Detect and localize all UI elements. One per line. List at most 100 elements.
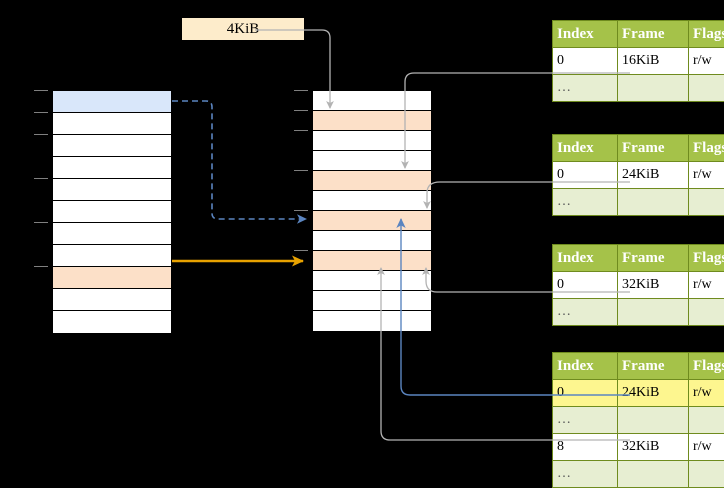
cell-frame: [618, 189, 689, 216]
cell-frame: [618, 407, 689, 434]
cell-frame: 32KiB: [618, 434, 689, 461]
column-header-index: Index: [553, 245, 618, 272]
cell-index: …: [553, 299, 618, 326]
row-tick-mark: [294, 90, 308, 91]
row-tick-mark: [34, 266, 48, 267]
row-tick-mark: [34, 90, 48, 91]
memory-row: [313, 91, 431, 111]
cell-index: 0: [553, 48, 618, 75]
column-header-frame: Frame: [618, 21, 689, 48]
column-header-frame: Frame: [618, 353, 689, 380]
table-row[interactable]: …: [553, 299, 724, 326]
callout-label: 4KiB: [227, 21, 260, 38]
cell-frame: 16KiB: [618, 48, 689, 75]
cell-frame: [618, 299, 689, 326]
row-tick-mark: [294, 170, 308, 171]
memory-row: [313, 231, 431, 251]
column-header-index: Index: [553, 21, 618, 48]
wire-vaddr-to-frame-blue: [172, 101, 306, 219]
row-tick-mark: [294, 210, 308, 211]
cell-flags: [689, 189, 724, 216]
memory-row: [313, 211, 431, 231]
cell-frame: 24KiB: [618, 162, 689, 189]
row-tick-mark: [294, 110, 308, 111]
memory-row: [313, 251, 431, 271]
cell-frame: [618, 461, 689, 488]
memory-row: [313, 111, 431, 131]
column-header-index: Index: [553, 353, 618, 380]
cell-flags: r/w: [689, 272, 724, 299]
cell-frame: 32KiB: [618, 272, 689, 299]
virtual-address-column: [52, 90, 172, 331]
row-tick-mark: [294, 250, 308, 251]
memory-row: [313, 191, 431, 211]
table-row[interactable]: …: [553, 189, 724, 216]
cell-index: …: [553, 75, 618, 102]
memory-row: [53, 223, 171, 245]
cell-flags: [689, 407, 724, 434]
memory-row: [53, 157, 171, 179]
cell-flags: [689, 75, 724, 102]
column-header-flags: Flags: [689, 21, 724, 48]
memory-row: [313, 131, 431, 151]
memory-row: [53, 113, 171, 135]
row-tick-mark: [34, 134, 48, 135]
row-tick-mark: [34, 112, 48, 113]
column-header-flags: Flags: [689, 353, 724, 380]
callout-4kib: 4KiB: [182, 18, 304, 40]
cell-index: …: [553, 189, 618, 216]
row-tick-mark: [294, 130, 308, 131]
column-header-flags: Flags: [689, 245, 724, 272]
physical-memory-column: [312, 90, 432, 331]
memory-row: [53, 179, 171, 201]
table-row[interactable]: …: [553, 407, 724, 434]
cell-index: …: [553, 407, 618, 434]
memory-row: [313, 171, 431, 191]
row-tick-mark: [34, 178, 48, 179]
cell-index: …: [553, 461, 618, 488]
cell-frame: 24KiB: [618, 380, 689, 407]
cell-flags: [689, 299, 724, 326]
column-header-frame: Frame: [618, 245, 689, 272]
cell-index: 0: [553, 272, 618, 299]
cell-index: 0: [553, 162, 618, 189]
memory-row: [53, 135, 171, 157]
cell-index: 0: [553, 380, 618, 407]
memory-row: [313, 151, 431, 171]
cell-flags: r/w: [689, 162, 724, 189]
memory-row: [313, 311, 431, 331]
cell-frame: [618, 75, 689, 102]
memory-row: [53, 245, 171, 267]
memory-row: [313, 291, 431, 311]
memory-row: [53, 267, 171, 289]
memory-row: [313, 271, 431, 291]
memory-row: [53, 91, 171, 113]
memory-row: [53, 311, 171, 333]
cell-flags: [689, 461, 724, 488]
cell-index: 8: [553, 434, 618, 461]
column-header-flags: Flags: [689, 135, 724, 162]
memory-row: [53, 201, 171, 223]
memory-row: [53, 289, 171, 311]
cell-flags: r/w: [689, 380, 724, 407]
cell-flags: r/w: [689, 48, 724, 75]
cell-flags: r/w: [689, 434, 724, 461]
table-row[interactable]: …: [553, 461, 724, 488]
table-row[interactable]: …: [553, 75, 724, 102]
column-header-index: Index: [553, 135, 618, 162]
row-tick-mark: [34, 222, 48, 223]
